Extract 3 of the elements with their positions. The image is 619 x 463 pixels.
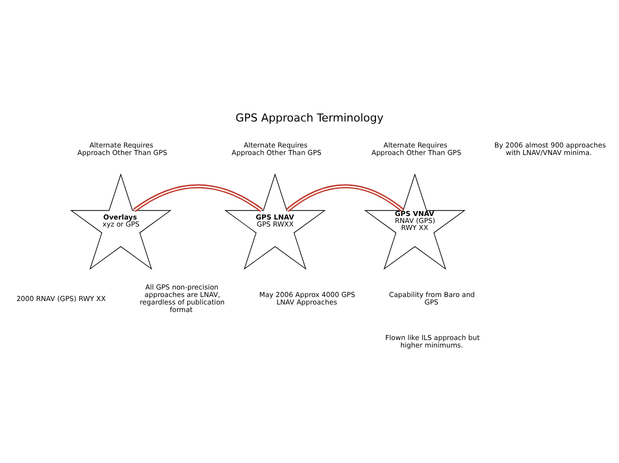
connector [286, 184, 404, 212]
connector [133, 184, 263, 212]
diagram-title: GPS Approach Terminology [235, 110, 384, 124]
